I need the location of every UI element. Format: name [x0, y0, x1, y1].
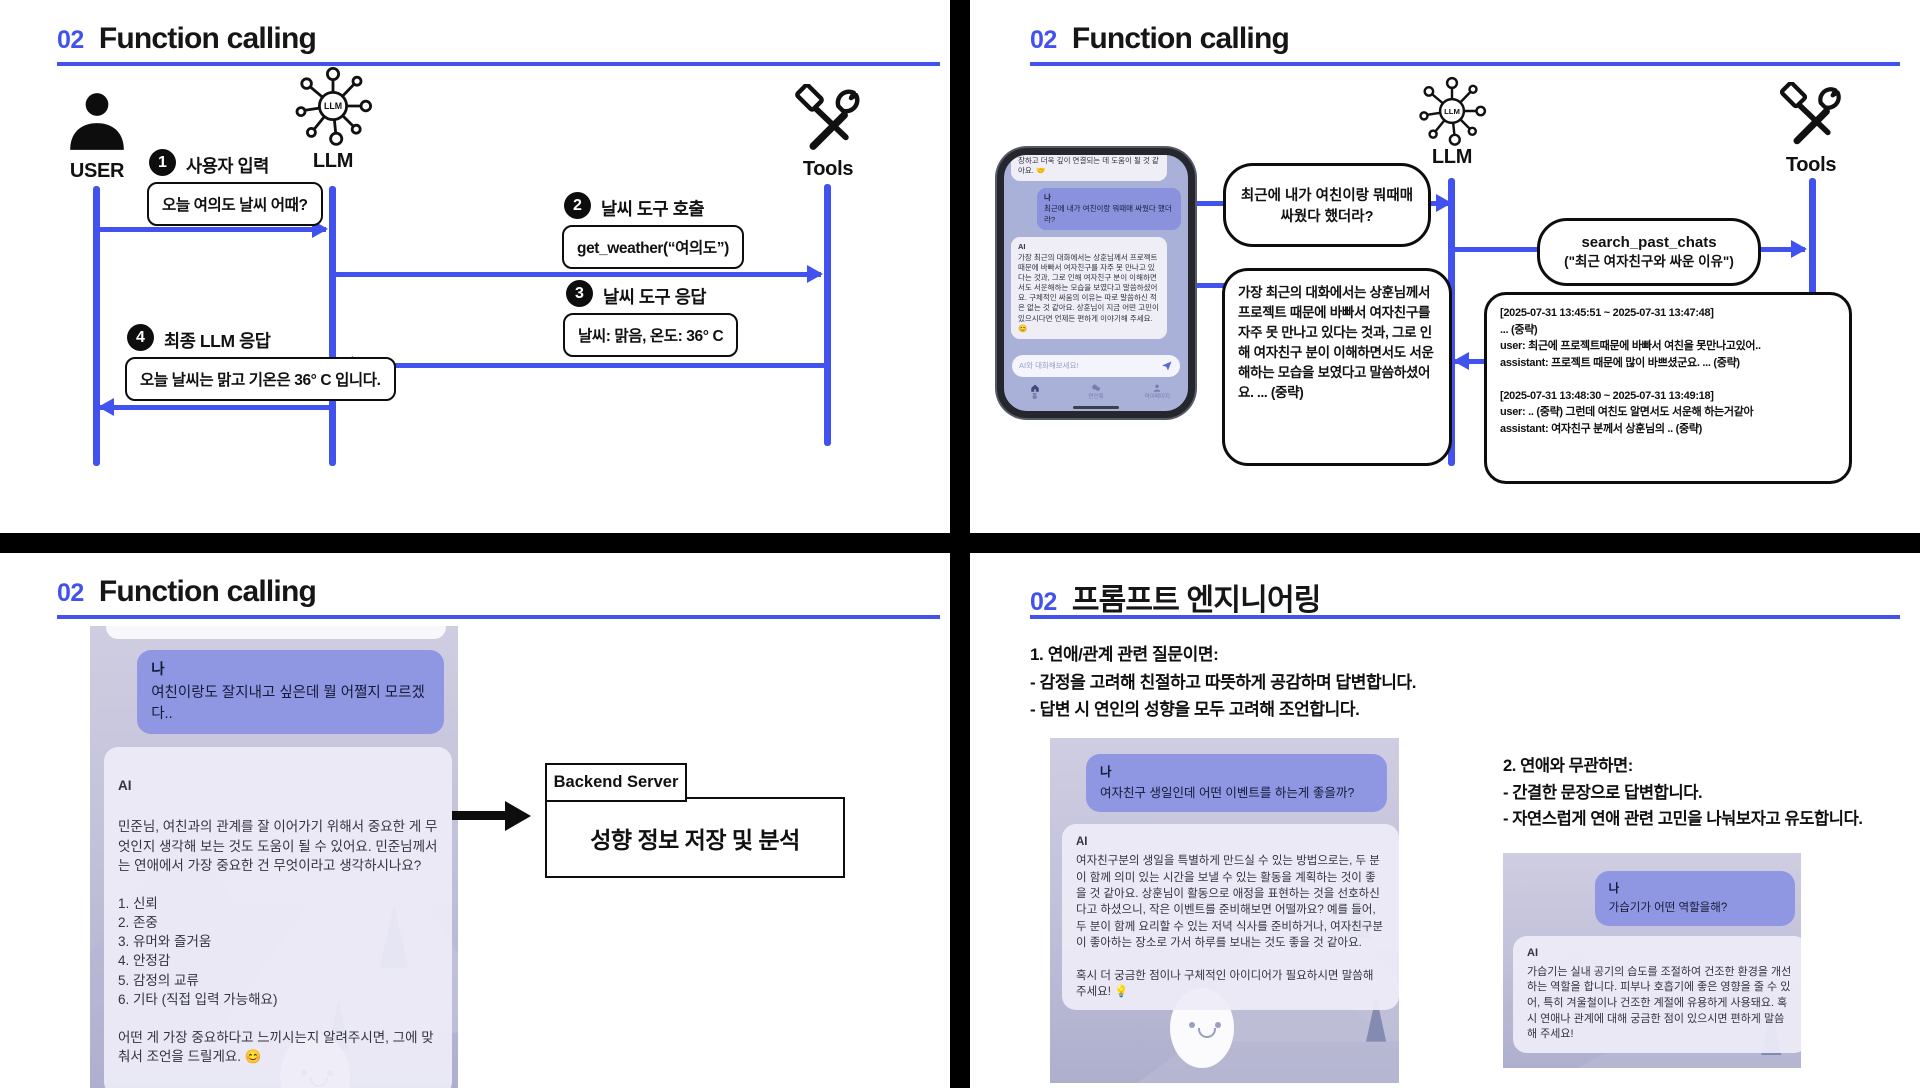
slide-number: 02	[57, 26, 84, 54]
chat-message-ai: AI 여자친구분의 생일을 특별하게 만드실 수 있는 방법으로는, 두 분이 …	[1062, 824, 1399, 1011]
backend-server-tab: Backend Server	[545, 763, 687, 802]
chat-message-user: 나 가습기가 어떤 역할을해?	[1594, 871, 1795, 927]
arrow-tools-to-llm	[337, 356, 824, 374]
slide-title: Function calling	[98, 22, 317, 55]
chat-message-user: 나 여친이랑도 잘지내고 싶은데 뭘 어쩔지 모르겠다..	[137, 650, 444, 734]
slide-header: 02 Function calling	[1030, 22, 1290, 56]
sender-name: 나	[151, 662, 165, 678]
phone-screen: 장하고 더욱 깊이 연결되는 데 도움이 될 것 같아요. 🤝 나 최근에 내가…	[1004, 155, 1188, 411]
sender-name: AI	[1527, 947, 1538, 960]
previous-message-fragment	[106, 626, 446, 639]
step-3-message: 날씨: 맑음, 온도: 36° C	[563, 313, 739, 357]
arrow-user-to-llm	[100, 220, 328, 238]
actor-tools-label: Tools	[1785, 154, 1837, 176]
slide-number: 02	[57, 579, 84, 607]
step-2-message: get_weather(“여의도”)	[562, 225, 744, 269]
step-1-label: 사용자 입력	[186, 156, 269, 176]
chat-message-ai: AI 가장 최근의 대화에서는 상훈님께서 프로젝트 때문에 바빠서 여자친구를…	[1011, 236, 1167, 339]
tools-icon	[1779, 82, 1841, 145]
title-underline	[1030, 62, 1900, 66]
sender-name: AI	[1076, 836, 1088, 848]
callout-user-question: 최근에 내가 여친이랑 뭐때매 싸웠다 했더라?	[1223, 163, 1431, 247]
rule-block-1: 1. 연애/관계 관련 질문이면: - 감정을 고려해 친절하고 따뜻하게 공감…	[1030, 645, 1417, 720]
llm-network-icon: LLM	[1419, 76, 1487, 146]
rule-block-2: 2. 연애와 무관하면: - 간결한 문장으로 답변합니다. - 자연스럽게 연…	[1503, 757, 1863, 829]
slide-number: 02	[1030, 588, 1057, 616]
actor-llm-label: LLM	[1431, 146, 1473, 168]
actor-user-label: USER	[69, 160, 125, 182]
chat-message-user: 나 최근에 내가 여친이랑 뭐때매 싸웠다 했더라?	[1037, 188, 1181, 230]
tool-call-arg: ("최근 여자친구와 싸운 이유")	[1564, 254, 1734, 270]
actor-tools-label: Tools	[802, 158, 854, 180]
chat-message-ai: AI 민준님, 여친과의 관계를 잘 이어가기 위해서 중요한 게 무엇인지 생…	[104, 746, 452, 1088]
step-2-label: 날씨 도구 호출	[601, 199, 705, 219]
tool-call-bubble: search_past_chats ("최근 여자친구와 싸운 이유")	[1537, 218, 1761, 286]
nav-item-home: 홈	[1004, 380, 1065, 404]
step-4-label: 최종 LLM 응답	[164, 331, 271, 351]
person-icon	[1153, 384, 1161, 392]
phone-home-indicator	[1073, 405, 1119, 409]
chat-screenshot: 나 여친이랑도 잘지내고 싶은데 뭘 어쩔지 모르겠다.. AI 민준님, 여친…	[90, 626, 458, 1088]
chat-message-partial: 장하고 더욱 깊이 연결되는 데 도움이 될 것 같아요. 🤝	[1011, 155, 1167, 182]
nav-item-contacts: 연인록	[1065, 380, 1126, 404]
user-lifeline	[93, 186, 100, 466]
slide-header: 02 Function calling	[57, 575, 317, 609]
slide-title: 프롬프트 엔지니어링	[1071, 584, 1322, 617]
home-icon	[1030, 384, 1039, 392]
arrow-head	[505, 800, 531, 831]
slide-function-calling-search: 02 Function calling 장하고 더욱 깊이 연결되는 데 도움이…	[970, 0, 1920, 533]
sender-name: 나	[1608, 883, 1620, 895]
chat-input: AI와 대화해보세요!	[1012, 355, 1180, 377]
llm-lifeline	[329, 186, 336, 466]
slide-function-calling-diagram: 02 Function calling USER LLM LLM Tools	[0, 0, 950, 533]
phone-nav-bar: 홈 연인록 마이페이지	[1004, 380, 1188, 404]
llm-icon-text: LLM	[1444, 107, 1460, 116]
actor-llm-label: LLM	[312, 150, 354, 172]
arrow-llm-to-tools	[336, 265, 823, 283]
nav-item-mypage: 마이페이지	[1127, 380, 1188, 404]
phone-screenshot: 장하고 더욱 깊이 연결되는 데 도움이 될 것 같아요. 🤝 나 최근에 내가…	[997, 148, 1195, 418]
tool-result-box: [2025-07-31 13:45:51 ~ 2025-07-31 13:47:…	[1484, 292, 1852, 484]
arrow-llm-to-user	[98, 398, 330, 416]
sender-name: 나	[1100, 765, 1112, 779]
callout-ai-answer: 가장 최근의 대화에서는 상훈님께서 프로젝트 때문에 바빠서 여자친구를 자주…	[1222, 268, 1452, 466]
sender-name: AI	[1018, 241, 1026, 251]
tool-call-name: search_past_chats	[1581, 233, 1717, 251]
slide-title: Function calling	[1071, 22, 1290, 55]
step-1-badge: 1	[149, 149, 176, 176]
step-4-badge: 4	[127, 324, 154, 351]
arrow-chat-to-backend	[452, 811, 506, 820]
slide-number: 02	[1030, 26, 1057, 54]
chat-message-user: 나 여자친구 생일인데 어떤 이벤트를 하는게 좋을까?	[1086, 754, 1387, 812]
step-4-message: 오늘 날씨는 맑고 기온은 36° C 입니다.	[125, 357, 396, 401]
step-3-badge: 3	[566, 280, 593, 307]
llm-network-icon: LLM	[295, 67, 372, 146]
chat-message-ai: AI 가습기는 실내 공기의 습도를 조절하여 건조한 환경을 개선하는 역할을…	[1513, 936, 1801, 1053]
llm-icon-text: LLM	[324, 101, 342, 111]
chat-input-placeholder: AI와 대화해보세요!	[1019, 360, 1079, 370]
slide-function-calling-backend: 02 Function calling 나 여친이랑도 잘지내고 싶은데 뭘 어…	[0, 553, 950, 1088]
step-3-label: 날씨 도구 응답	[603, 287, 707, 307]
chat-screenshot-birthday: 나 여자친구 생일인데 어떤 이벤트를 하는게 좋을까? AI 여자친구분의 생…	[1050, 738, 1399, 1083]
backend-server-box: 성향 정보 저장 및 분석	[545, 797, 845, 878]
title-underline	[1030, 615, 1900, 619]
title-underline	[57, 615, 940, 619]
slide-title: Function calling	[98, 575, 317, 608]
slide-prompt-engineering: 02 프롬프트 엔지니어링 1. 연애/관계 관련 질문이면: - 감정을 고려…	[970, 553, 1920, 1088]
chat-screenshot-humidifier: 나 가습기가 어떤 역할을해? AI 가습기는 실내 공기의 습도를 조절하여 …	[1503, 853, 1801, 1068]
sender-name: 나	[1044, 193, 1051, 203]
step-2-badge: 2	[564, 192, 591, 219]
sender-name: AI	[118, 778, 132, 794]
chat-bubbles-icon	[1092, 384, 1100, 391]
title-underline	[57, 62, 940, 66]
step-1-message: 오늘 여의도 날씨 어때?	[147, 182, 323, 226]
tools-icon	[795, 84, 860, 150]
slide-header: 02 Function calling	[57, 22, 317, 56]
user-icon	[70, 93, 124, 150]
slide-header: 02 프롬프트 엔지니어링	[1030, 575, 1321, 619]
tools-lifeline	[824, 184, 831, 446]
connector-phone-to-callout	[1175, 201, 1235, 206]
send-icon	[1162, 361, 1172, 371]
